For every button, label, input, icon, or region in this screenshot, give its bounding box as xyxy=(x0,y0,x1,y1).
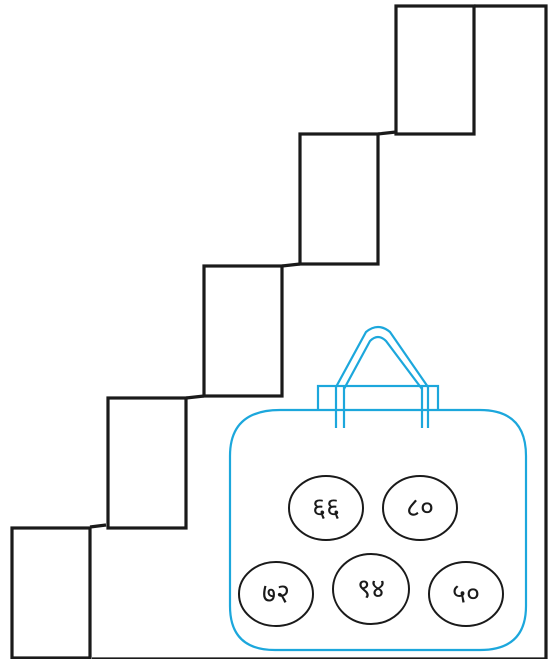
ball-label: ६६ xyxy=(312,493,340,524)
ball: ५० xyxy=(429,562,503,626)
stair-step-2 xyxy=(108,398,186,528)
step-connector xyxy=(282,264,300,266)
stair-step-3 xyxy=(204,266,282,396)
step-connector xyxy=(186,396,204,398)
stair-step-1 xyxy=(12,528,90,658)
step-connector xyxy=(90,525,106,527)
ball: ६६ xyxy=(289,476,363,540)
ball: ९४ xyxy=(333,554,409,624)
step-connector xyxy=(378,132,396,134)
ball-label: ८० xyxy=(406,493,434,524)
ball-label: ९४ xyxy=(357,574,385,605)
ball: ७२ xyxy=(239,562,313,626)
ball: ८० xyxy=(383,476,457,540)
ball-label: ५० xyxy=(452,579,480,610)
ball-label: ७२ xyxy=(262,579,290,610)
stair-step-4 xyxy=(300,134,378,264)
stair-step-5 xyxy=(396,6,474,134)
